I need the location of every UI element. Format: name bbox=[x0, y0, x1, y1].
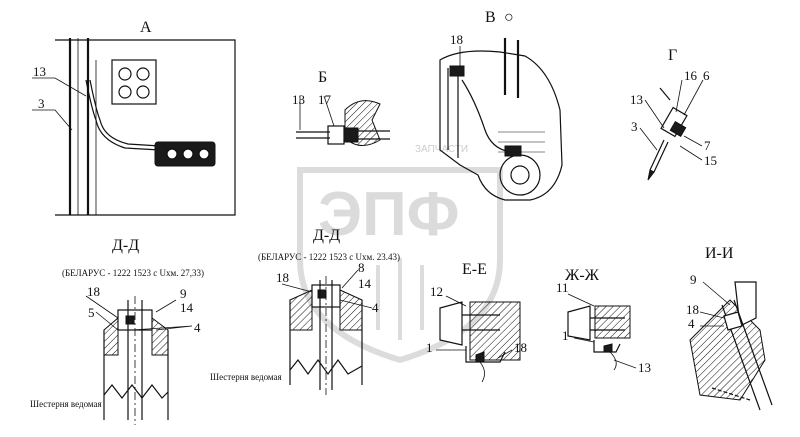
section-dd1-subtitle: (БЕЛАРУС - 1222 1523 с Uхм. 27,33) bbox=[62, 268, 204, 278]
section-ii: И-И 9 18 4 bbox=[686, 245, 773, 411]
callout-ee-12: 12 bbox=[430, 284, 443, 299]
callout-ee-1: 1 bbox=[426, 340, 433, 355]
callout-zz-13: 13 bbox=[638, 360, 651, 375]
view-v-title: В bbox=[485, 9, 496, 26]
view-g: Г 16 6 13 3 7 15 bbox=[630, 47, 717, 181]
section-dd-1: Д-Д (БЕЛАРУС - 1222 1523 с Uхм. 27,33) Ш… bbox=[30, 237, 204, 425]
callout-g-3: 3 bbox=[631, 119, 638, 134]
callout-g-16: 16 bbox=[684, 68, 698, 83]
section-dd1-title: Д-Д bbox=[112, 237, 139, 254]
callout-ii-4: 4 bbox=[688, 316, 695, 331]
callout-g-13: 13 bbox=[630, 92, 643, 107]
section-dd2-subtitle: (БЕЛАРУС - 1222 1523 с Uхм. 23.43) bbox=[258, 252, 400, 262]
section-dd2-title: Д-Д bbox=[313, 227, 340, 244]
watermark-subtext: ЗАПЧАСТИ bbox=[415, 144, 468, 155]
view-a-title: А bbox=[140, 19, 152, 36]
callout-g-6: 6 bbox=[703, 68, 710, 83]
view-b-title: Б bbox=[318, 69, 327, 86]
section-dd1-note: Шестерня ведомая bbox=[30, 399, 102, 409]
view-b: Б 13 17 bbox=[292, 69, 390, 146]
callout-a-13: 13 bbox=[33, 64, 46, 79]
callout-dd1-4: 4 bbox=[194, 320, 201, 335]
section-dd2-note: Шестерня ведомая bbox=[210, 372, 282, 382]
callout-v-18: 18 bbox=[450, 32, 463, 47]
view-v: В ○ 18 bbox=[439, 9, 563, 201]
view-a: А 13 3 bbox=[32, 19, 236, 216]
callout-dd1-14: 14 bbox=[180, 300, 194, 315]
watermark-text: ЭПФ bbox=[318, 180, 460, 249]
callout-dd1-5: 5 bbox=[88, 305, 95, 320]
callout-a-3: 3 bbox=[38, 96, 45, 111]
callout-ee-18: 18 bbox=[514, 340, 527, 355]
section-zz-title: Ж-Ж bbox=[565, 267, 600, 284]
callout-dd2-4: 4 bbox=[372, 300, 379, 315]
callout-zz-1: 1 bbox=[562, 328, 569, 343]
callout-b-17: 17 bbox=[318, 92, 332, 107]
section-zz: Ж-Ж 11 1 13 bbox=[556, 267, 651, 375]
view-v-symbol: ○ bbox=[504, 9, 514, 26]
section-ii-title: И-И bbox=[705, 245, 734, 262]
section-ee: Е-Е 12 1 18 bbox=[426, 261, 527, 383]
callout-ii-18: 18 bbox=[686, 302, 699, 317]
callout-zz-11: 11 bbox=[556, 280, 569, 295]
callout-g-15: 15 bbox=[704, 153, 717, 168]
section-dd-2: Д-Д (БЕЛАРУС - 1222 1523 с Uхм. 23.43) Ш… bbox=[210, 227, 400, 395]
callout-ii-9: 9 bbox=[690, 272, 697, 287]
callout-dd2-8: 8 bbox=[358, 260, 365, 275]
section-ee-title: Е-Е bbox=[462, 261, 487, 278]
view-g-title: Г bbox=[668, 47, 677, 64]
callout-dd1-9: 9 bbox=[180, 286, 187, 301]
callout-dd2-18: 18 bbox=[276, 270, 289, 285]
callout-dd1-18: 18 bbox=[87, 284, 100, 299]
callout-b-13: 13 bbox=[292, 92, 305, 107]
callout-g-7: 7 bbox=[704, 138, 711, 153]
callout-dd2-14: 14 bbox=[358, 276, 372, 291]
